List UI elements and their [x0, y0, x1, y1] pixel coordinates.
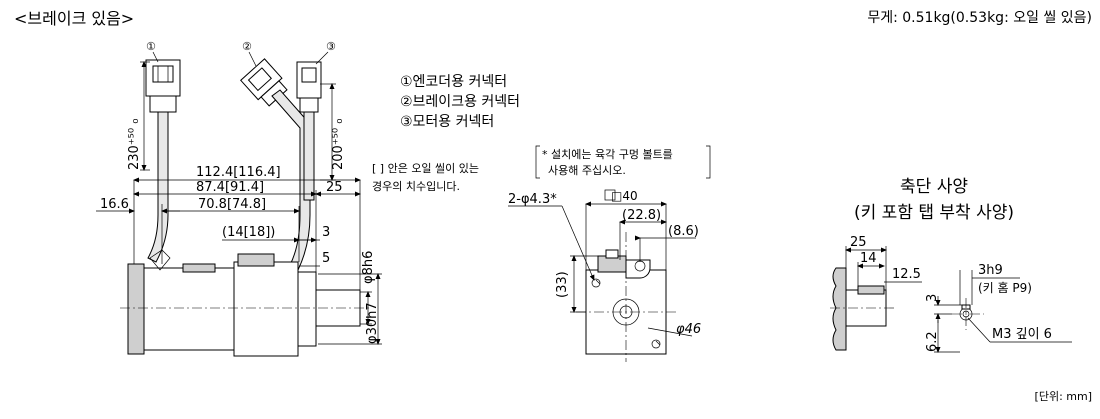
- motor-front-view: [585, 249, 667, 355]
- weight-label: 무게: 0.51kg(0.53kg: 오일 씰 있음): [867, 10, 1092, 26]
- dim-spigot-depth: 5: [322, 251, 330, 266]
- shaft-length: 25: [850, 235, 867, 250]
- tap-offset: 6.2: [925, 331, 940, 352]
- bolt-note-line2: 사용해 주십시오.: [548, 163, 626, 177]
- shaft-spec-subtitle: (키 포함 탭 부착 사양): [854, 203, 1014, 223]
- mounting-holes: 2-φ4.3*: [508, 192, 557, 207]
- dim-connector-center: (8.6): [668, 224, 699, 239]
- bracket-note-line1: [ ] 안은 오일 씰이 있는: [372, 161, 479, 175]
- shaft-detail-view: [832, 267, 973, 351]
- encoder-connector: [145, 59, 181, 113]
- legend-motor-connector: ③모터용 커넥터: [400, 114, 494, 130]
- motor-connector: [296, 61, 322, 113]
- dim-connector-span: 70.8[74.8]: [198, 197, 266, 212]
- dim-rear-offset: 16.6: [100, 197, 129, 212]
- brake-connector: [240, 58, 288, 107]
- shaft-spec-title: 축단 사양: [900, 177, 968, 197]
- encoder-marker: ①: [146, 40, 156, 53]
- bolt-note-line1: * 설치에는 육각 구멍 볼트를: [542, 148, 673, 161]
- key-length: 14: [860, 251, 877, 266]
- motor-cable-length: 200⁺⁵⁰ ₀: [331, 119, 346, 170]
- legend-encoder-connector: ①엔코더용 커넥터: [400, 74, 507, 90]
- dim-shaft-length: 25: [326, 180, 343, 195]
- encoder-cable-length: 230⁺⁵⁰ ₀: [127, 119, 142, 170]
- flange-square: □40: [611, 189, 638, 203]
- keyway-spec: (키 홈 P9): [978, 281, 1032, 295]
- motor-cable: [303, 111, 315, 201]
- motor-marker: ③: [326, 40, 336, 53]
- encoder-cable: [147, 111, 169, 263]
- dim-height-offset: (33): [555, 271, 570, 298]
- dim-flange-thickness: 3: [322, 225, 330, 240]
- legend-brake-connector: ②브레이크용 커넥터: [400, 94, 520, 110]
- motor-side-view: [127, 249, 361, 357]
- dim-body-length: 87.4[91.4]: [196, 180, 264, 195]
- key-offset: 12.5: [892, 267, 921, 282]
- spigot-diameter: φ30h7: [365, 302, 380, 344]
- dim-overall-length: 112.4[116.4]: [196, 165, 281, 180]
- dim-flange-offset: (14[18]): [222, 225, 275, 240]
- shaft-diameter: φ8h6: [361, 251, 376, 284]
- key-depth: 3: [925, 294, 940, 302]
- bracket-note-line2: 경우의 치수입니다.: [372, 180, 460, 193]
- page-title: <브레이크 있음>: [14, 9, 134, 28]
- key-width: 3h9: [978, 263, 1003, 278]
- tap-spec: M3 깊이 6: [992, 327, 1052, 342]
- pcd-diameter: φ46: [676, 322, 701, 337]
- unit-label: [단위: mm]: [1035, 390, 1092, 403]
- brake-marker: ②: [242, 40, 252, 53]
- dim-connector-offset: (22.8): [622, 208, 661, 223]
